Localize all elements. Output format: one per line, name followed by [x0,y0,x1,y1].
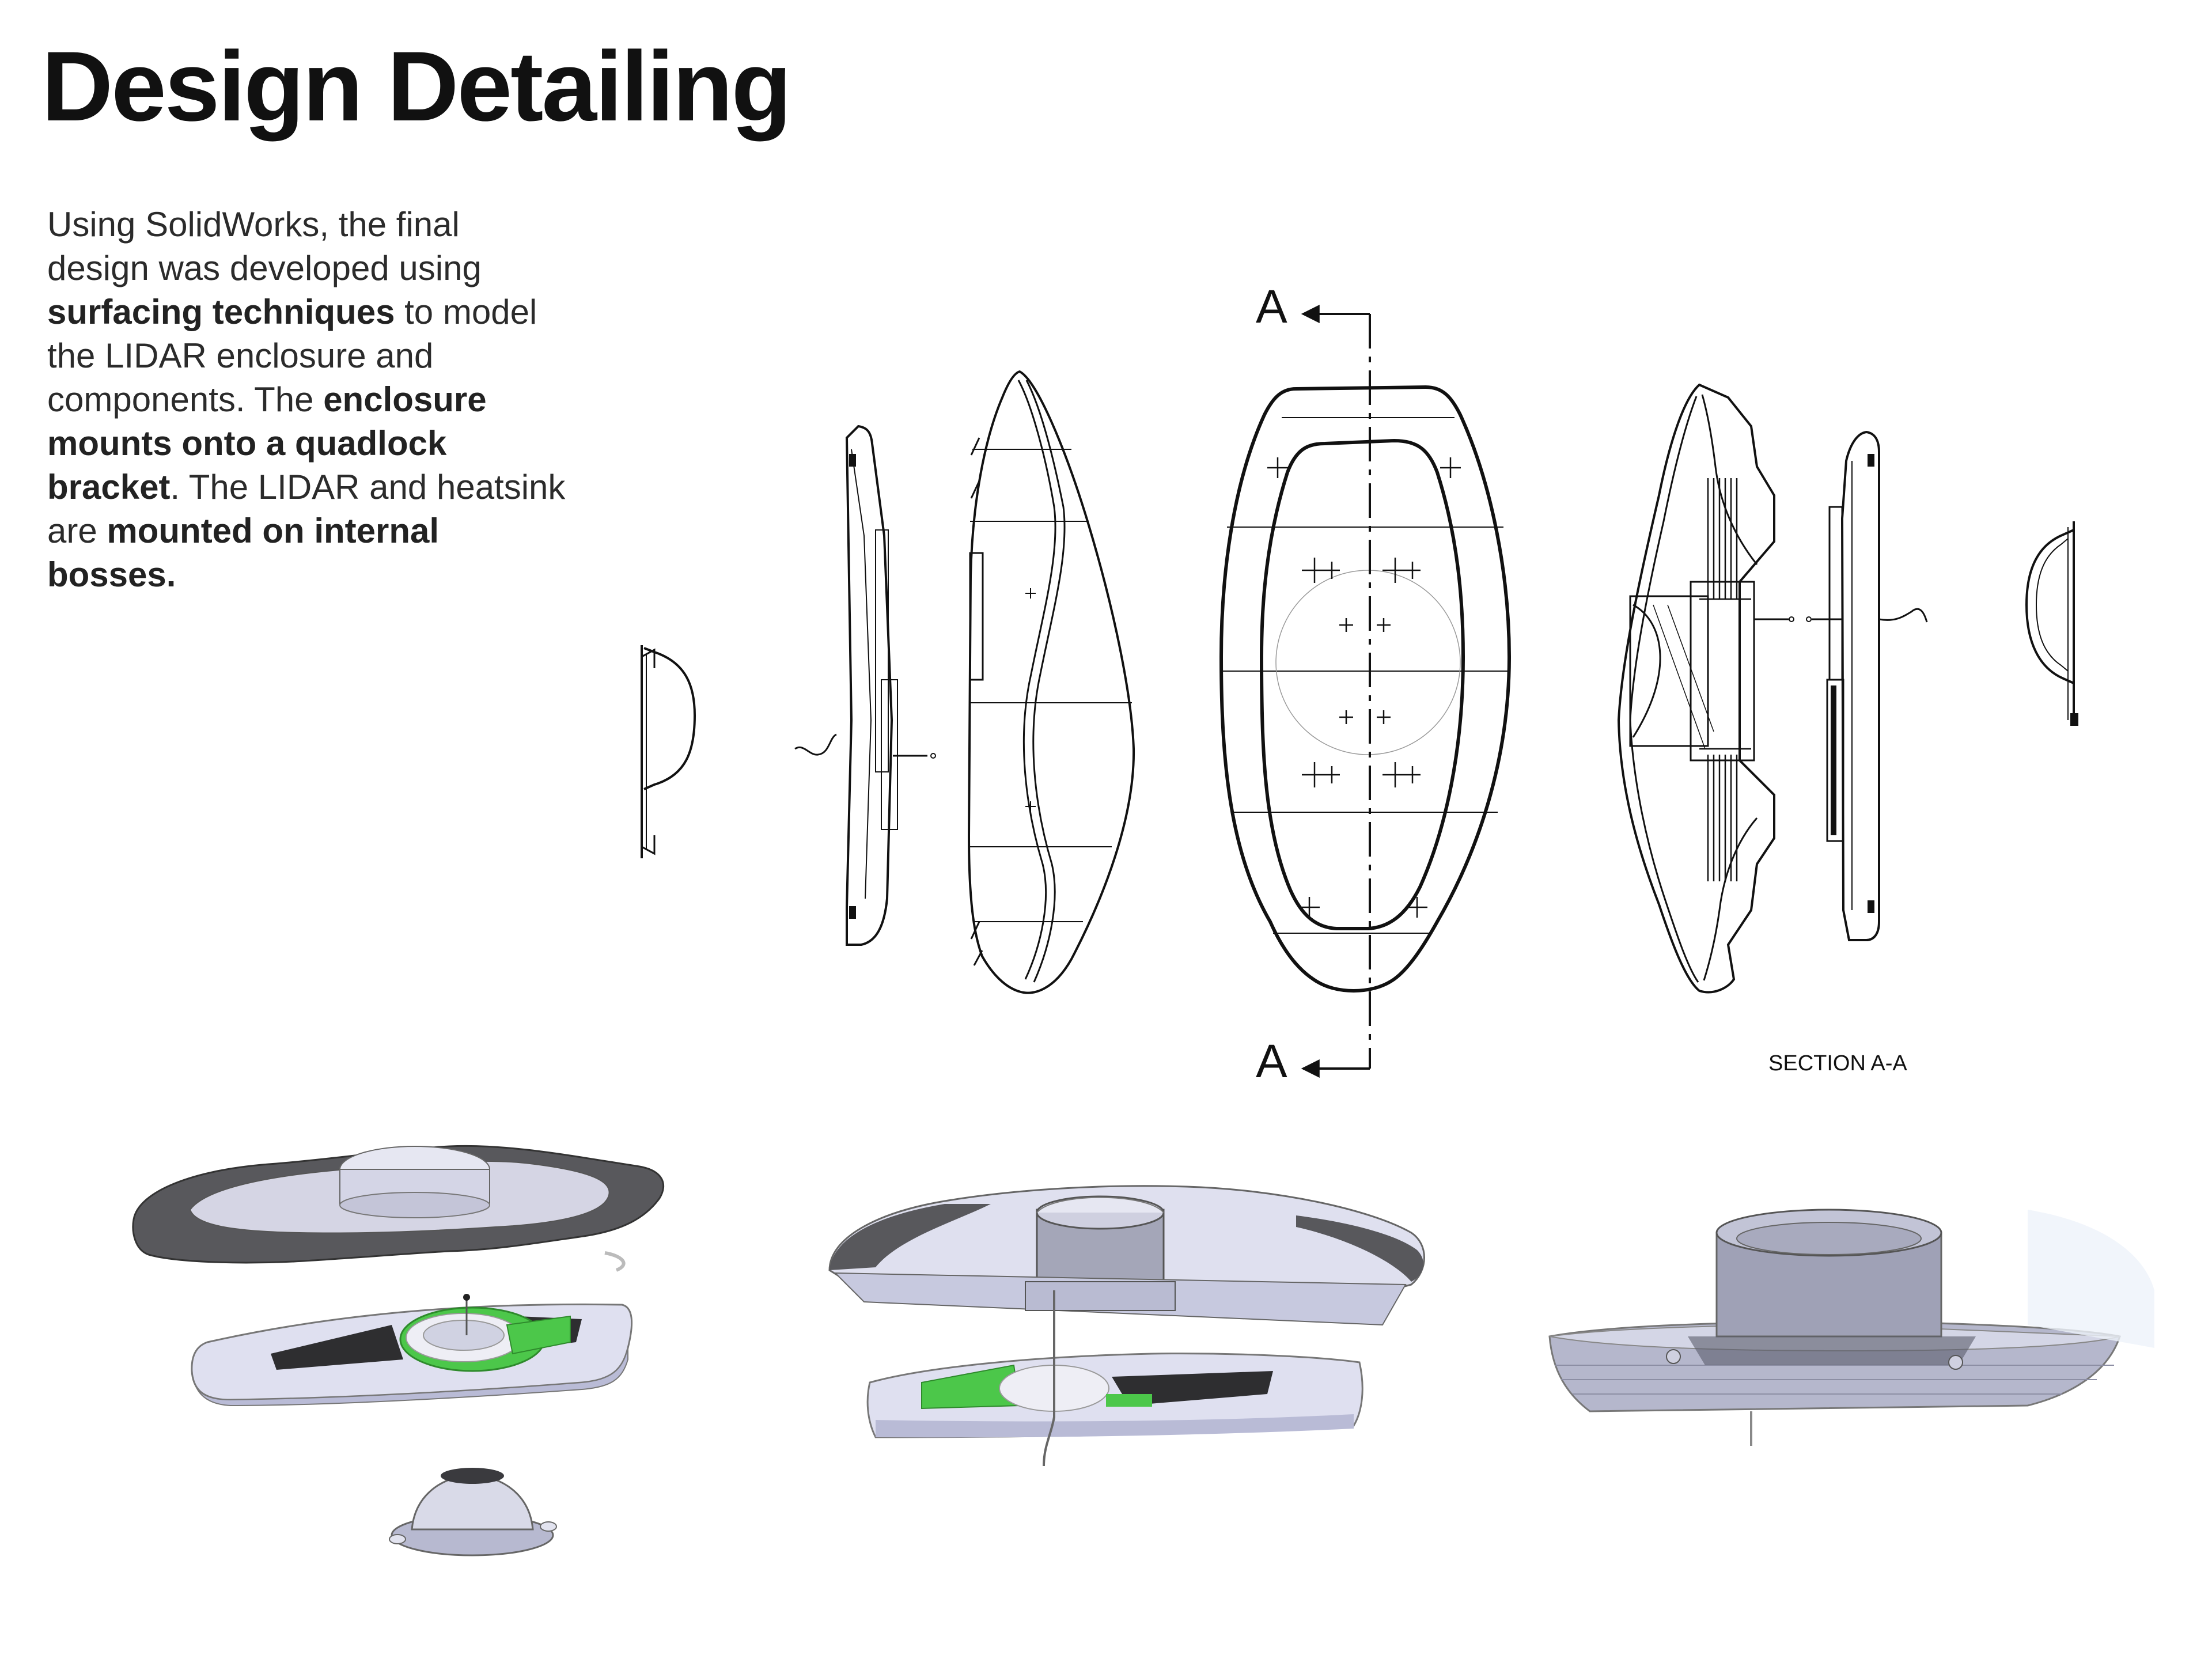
lidar-sensor-side-view-right [2025,521,2078,726]
enclosure-front-view [1219,385,1512,993]
description-bold-1: surfacing techniques [47,293,395,331]
section-caption: SECTION A-A [1768,1051,1907,1075]
lidar-sensor-side-view [641,645,696,858]
lidar-heatsink-render [1548,1209,2154,1446]
enclosure-section-view [1617,383,1794,994]
boss-markers [1267,457,1461,918]
assembly-render-enclosure [828,1185,1425,1326]
bracket-section-view [1806,430,1928,941]
assembly-render-bracket [866,1290,1363,1467]
description-bold-3: mounted on [107,512,305,550]
quadlock-bracket-side-view [794,425,936,946]
description-paragraph: Using SolidWorks, the final design was d… [47,203,566,597]
description-bold-4: internal bosses. [47,512,440,594]
section-cut-line [1301,305,1371,1078]
enclosure-side-view [967,370,1135,994]
exploded-render-enclosure [132,1145,665,1272]
page-title: Design Detailing [41,31,792,142]
description-text-3: . The LIDAR and heatsink are [47,468,566,550]
description-bold-2: enclosure mounts onto a quadlock bracket [47,380,487,506]
section-marker-top: A [1256,281,1287,333]
description-text-2: to model the LIDAR enclosure and compone… [47,293,537,419]
section-marker-bottom: A [1256,1035,1287,1088]
exploded-render-bracket [191,1294,633,1407]
exploded-render-lidar [389,1468,557,1556]
description-text-1: Using SolidWorks, the final design was d… [47,205,482,287]
